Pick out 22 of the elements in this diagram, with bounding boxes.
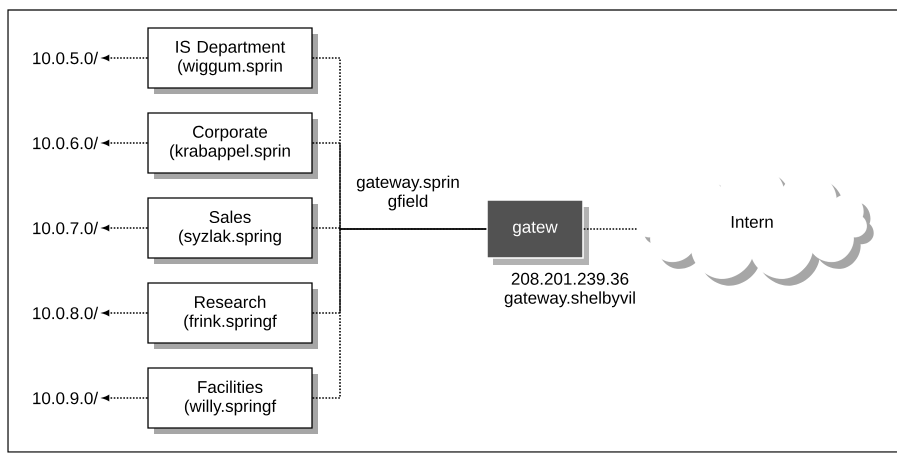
department-box: Facilities (willy.springf <box>147 367 318 434</box>
connector-line <box>312 228 486 399</box>
connector-line <box>102 140 148 146</box>
subnet-label: 10.0.8.0/ <box>33 306 98 320</box>
connector-line <box>584 228 638 230</box>
connector-line <box>102 310 148 316</box>
internet-cloud: Intern <box>637 162 874 286</box>
hostname-label: 208.201.239.36 gateway.shelbyvil <box>504 272 635 308</box>
connector-line <box>102 55 148 61</box>
subnet-label: 10.0.9.0/ <box>33 392 98 404</box>
department-box: Sales (syzlak.spring <box>147 197 318 264</box>
subnet-label: 10.0.6.0/ <box>33 136 98 150</box>
hostname-label: gateway.sprin gfield <box>356 176 459 210</box>
connector-line <box>102 395 148 401</box>
department-box: IS Department (wiggum.sprin <box>147 27 318 94</box>
subnet-label: 10.0.5.0/ <box>33 52 98 64</box>
connector-line <box>102 225 148 231</box>
connector-line <box>312 228 486 314</box>
gateway-box: gatew <box>486 199 589 265</box>
department-box: Research (frink.springf <box>147 282 318 349</box>
subnet-label: 10.0.7.0/ <box>33 222 98 234</box>
department-box: Corporate (krabappel.sprin <box>147 112 318 179</box>
